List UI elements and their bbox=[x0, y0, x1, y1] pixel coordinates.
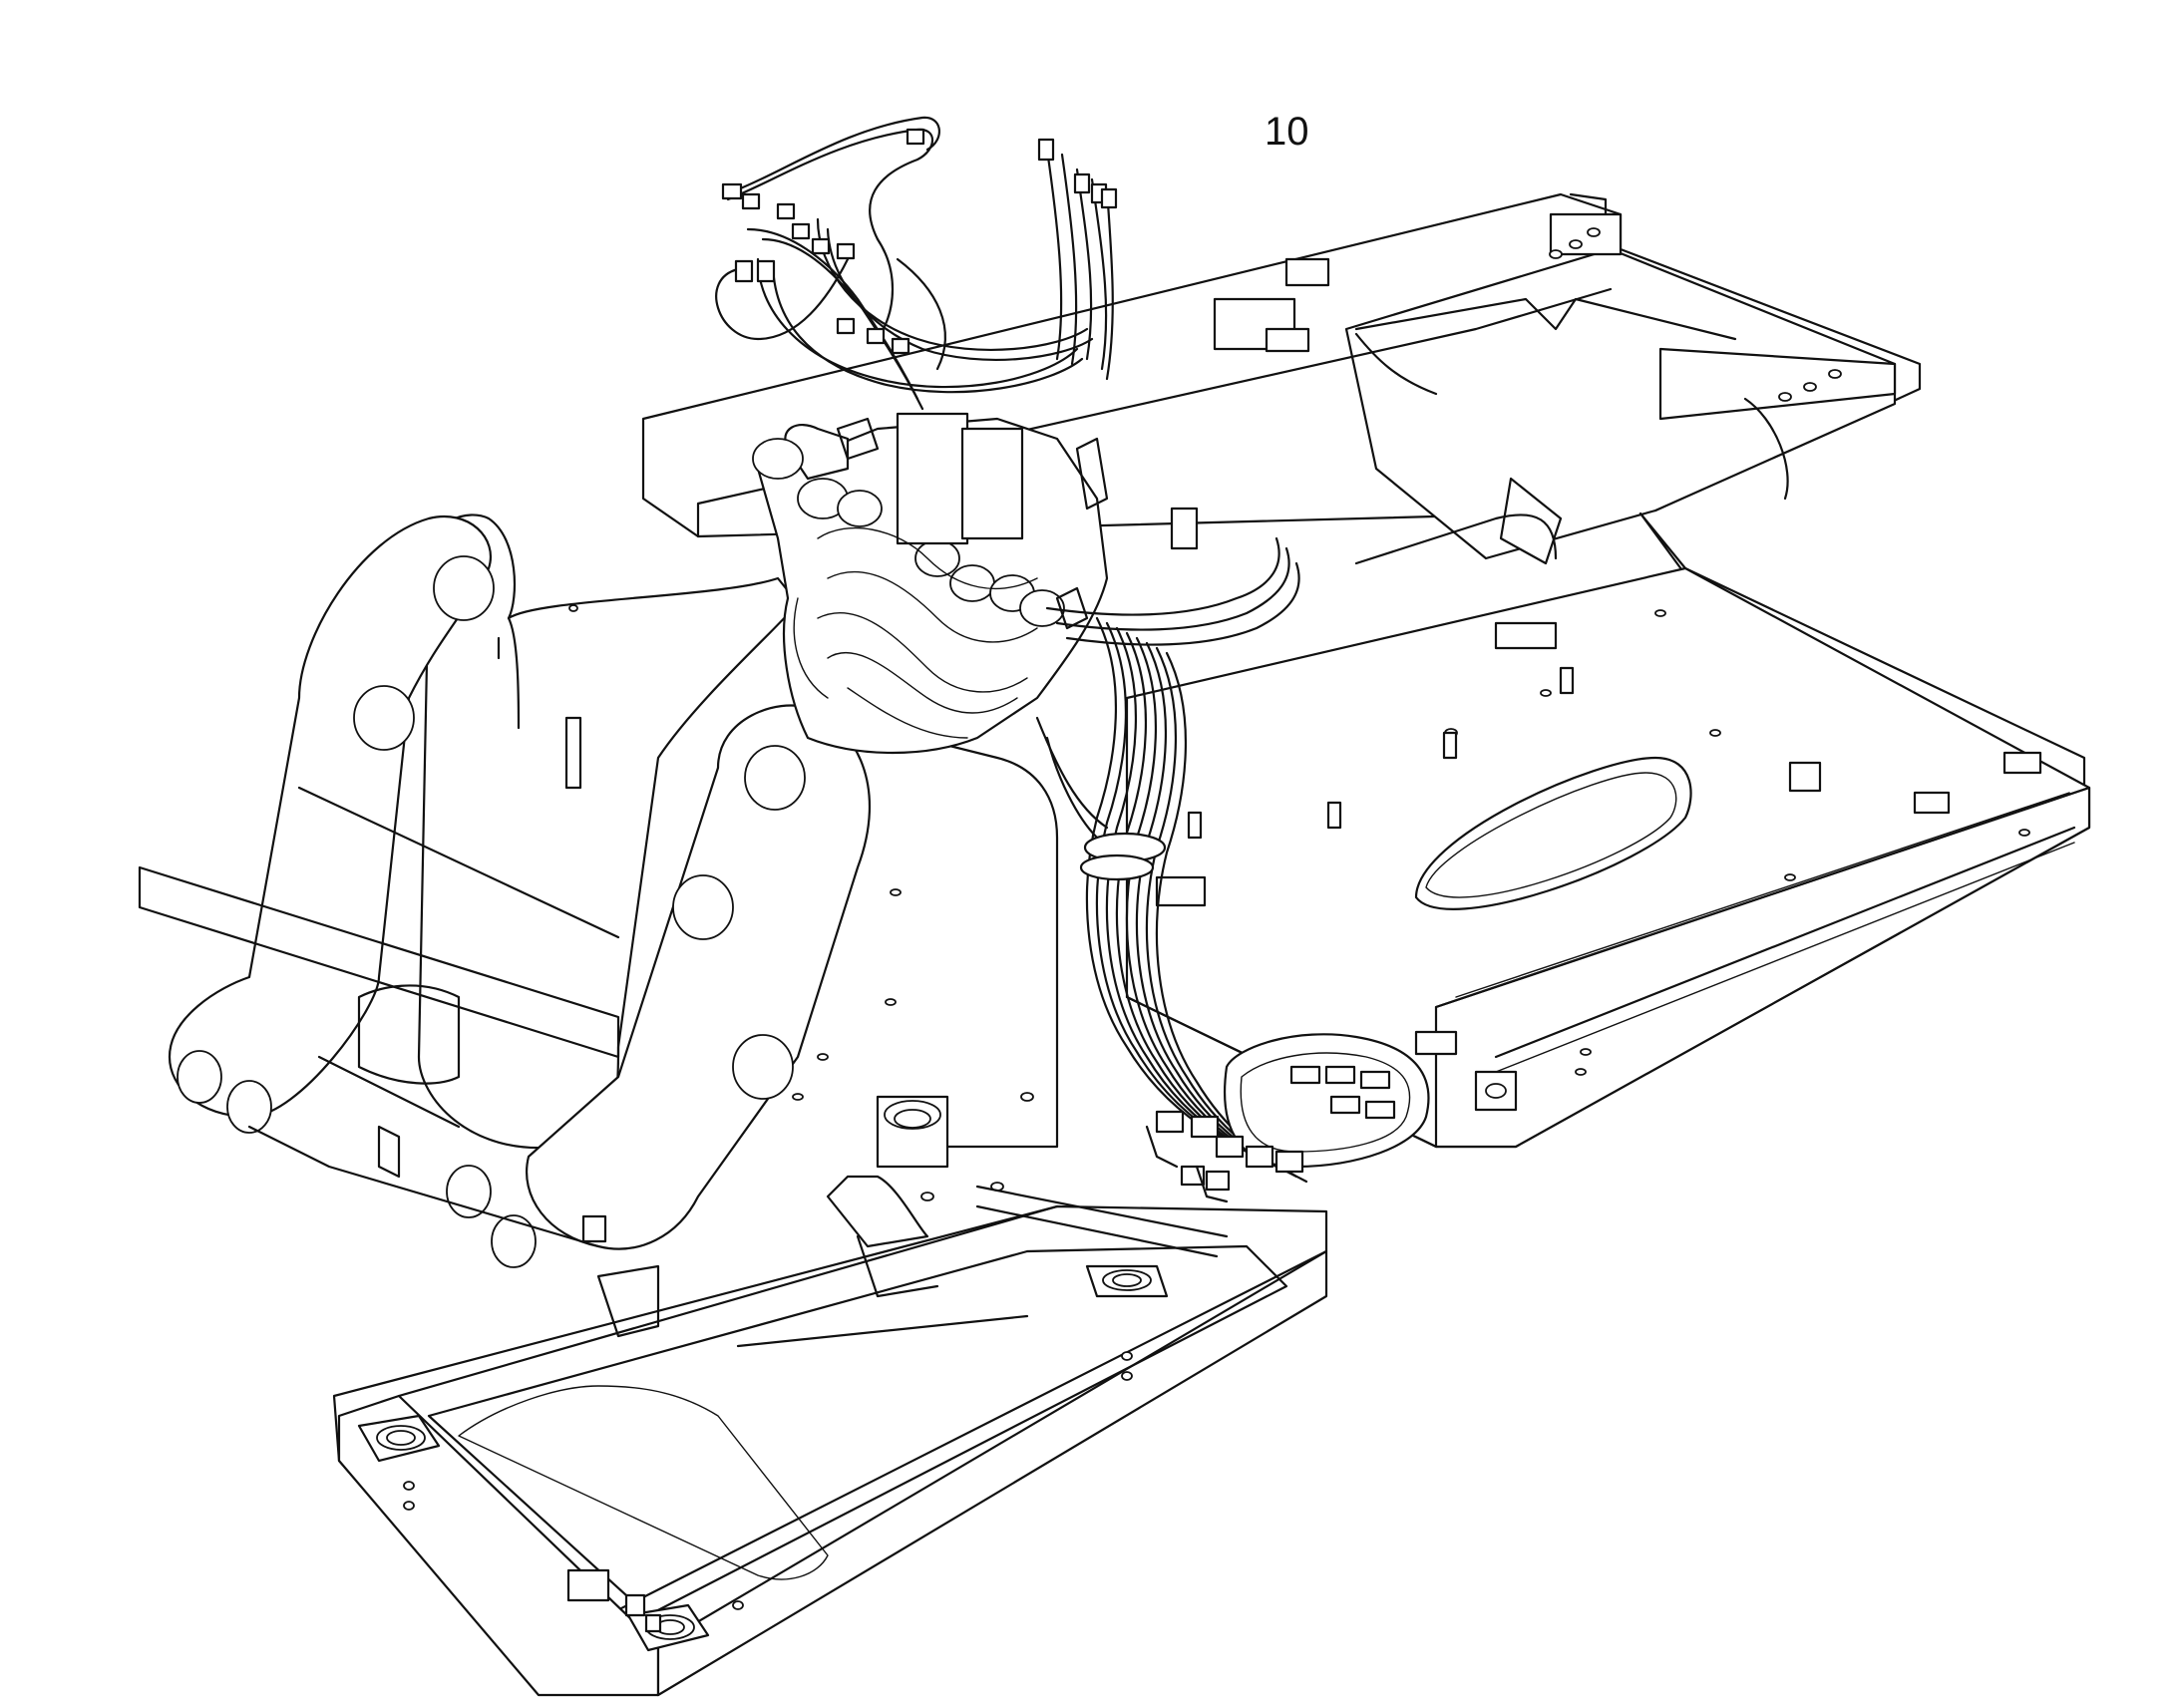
hose-connector-manifold bbox=[1145, 1033, 1430, 1203]
right-side-frame-rail bbox=[1125, 566, 2091, 1149]
lower-front-frame bbox=[332, 1092, 1328, 1697]
callout-label: 10 bbox=[1265, 110, 1309, 154]
upper-hose-lines bbox=[715, 116, 1118, 411]
hydraulic-hose-bundle bbox=[1035, 536, 1308, 1184]
boom-mount-towers bbox=[138, 513, 1059, 1268]
hydraulic-control-valve-block bbox=[752, 412, 1109, 755]
